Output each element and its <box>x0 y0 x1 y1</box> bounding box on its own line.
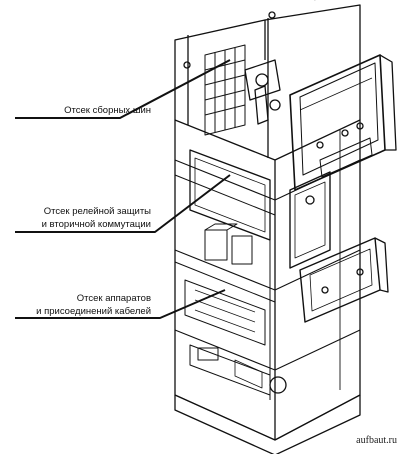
label-apparatus-compartment-line1: Отсек аппаратов <box>76 293 151 304</box>
leader-relay <box>15 174 231 233</box>
busbar-grid <box>204 44 246 136</box>
watermark: aufbaut.ru <box>356 435 397 446</box>
leader-apparatus <box>15 289 226 319</box>
label-busbar-compartment: Отсек сборных шин <box>64 105 151 116</box>
label-relay-compartment-line1: Отсек релейной защиты <box>43 206 151 217</box>
leader-busbar <box>15 59 231 119</box>
cabinet-base <box>174 395 361 456</box>
label-relay-compartment-line2: и вторичной коммутации <box>41 219 151 230</box>
label-apparatus-compartment-line2: и присоединений кабелей <box>36 306 151 317</box>
